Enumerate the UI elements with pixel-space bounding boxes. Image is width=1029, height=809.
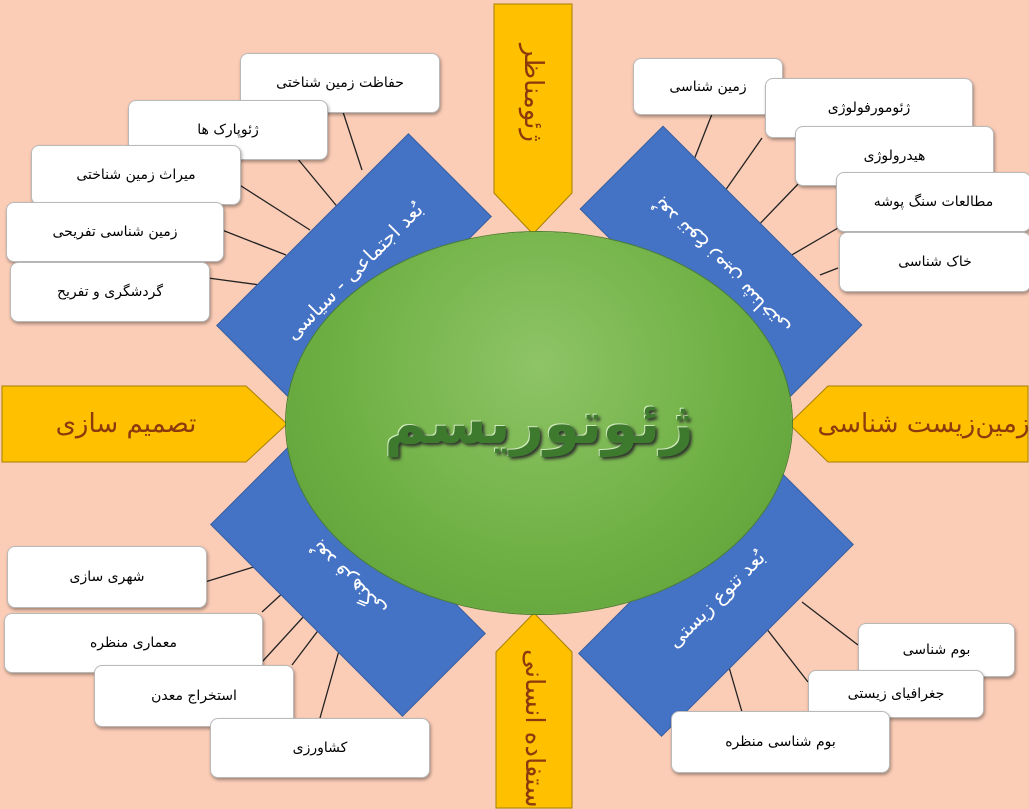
geo-item: خاک شناسی [839, 232, 1029, 292]
social-item-label: میراث زمین شناختی [76, 167, 196, 183]
cultural-item-label: معماری منظره [89, 635, 178, 651]
arrow-right-label: زمین‌زیست شناسی [817, 409, 1029, 439]
arrow-left: تصمیم سازی [1, 385, 288, 463]
geo-item-label: زمین شناسی [669, 78, 747, 95]
cultural-item: استخراج معدن [94, 665, 294, 727]
arrow-bottom-label: استفاده انسانی [519, 649, 549, 809]
social-item-label: گردشگری و تفریح [56, 284, 164, 300]
geo-item: زمین شناسی [633, 58, 783, 115]
cultural-item: شهری سازی [7, 546, 207, 608]
geo-item-label: مطالعات سنگ پوشه [873, 194, 994, 210]
geo-item: مطالعات سنگ پوشه [836, 172, 1029, 232]
center-title: ژئوتوریسم [384, 389, 694, 457]
cultural-item-label: استخراج معدن [151, 688, 237, 704]
social-item: میراث زمین شناختی [31, 145, 241, 205]
cultural-item-label: کشاورزی [292, 740, 348, 756]
cultural-item-label: شهری سازی [69, 569, 145, 585]
social-item-label: ژئوپارک ها [197, 122, 259, 138]
bio-item: جغرافیای زیستی [808, 670, 984, 718]
cultural-item: معماری منظره [4, 613, 263, 673]
social-item-label: حفاظت زمین شناختی [276, 75, 404, 91]
arrow-left-label: تصمیم سازی [55, 409, 197, 439]
arrow-bottom: استفاده انسانی [495, 612, 573, 809]
bio-item-label: بوم شناسی [902, 642, 971, 658]
geo-item-label: هیدرولوژی [863, 148, 926, 164]
social-item: زمین شناسی تفریحی [6, 202, 224, 262]
geo-item-label: ژئومورفولوژی [827, 100, 911, 116]
arrow-top-label: ژئومناظر [518, 44, 548, 142]
social-item: گردشگری و تفریح [10, 262, 210, 322]
center-ellipse: ژئوتوریسم [286, 232, 792, 614]
arrow-right: زمین‌زیست شناسی [788, 385, 1029, 463]
bio-item-label: جغرافیای زیستی [847, 686, 945, 702]
geo-item-label: خاک شناسی [898, 254, 972, 270]
bio-item-label: بوم شناسی منظره [725, 734, 836, 750]
bio-item: بوم شناسی منظره [671, 711, 890, 773]
social-item-label: زمین شناسی تفریحی [52, 224, 178, 240]
arrow-top: ژئومناظر [493, 3, 573, 235]
bio-item: بوم شناسی [858, 623, 1015, 677]
cultural-item: کشاورزی [210, 718, 430, 778]
